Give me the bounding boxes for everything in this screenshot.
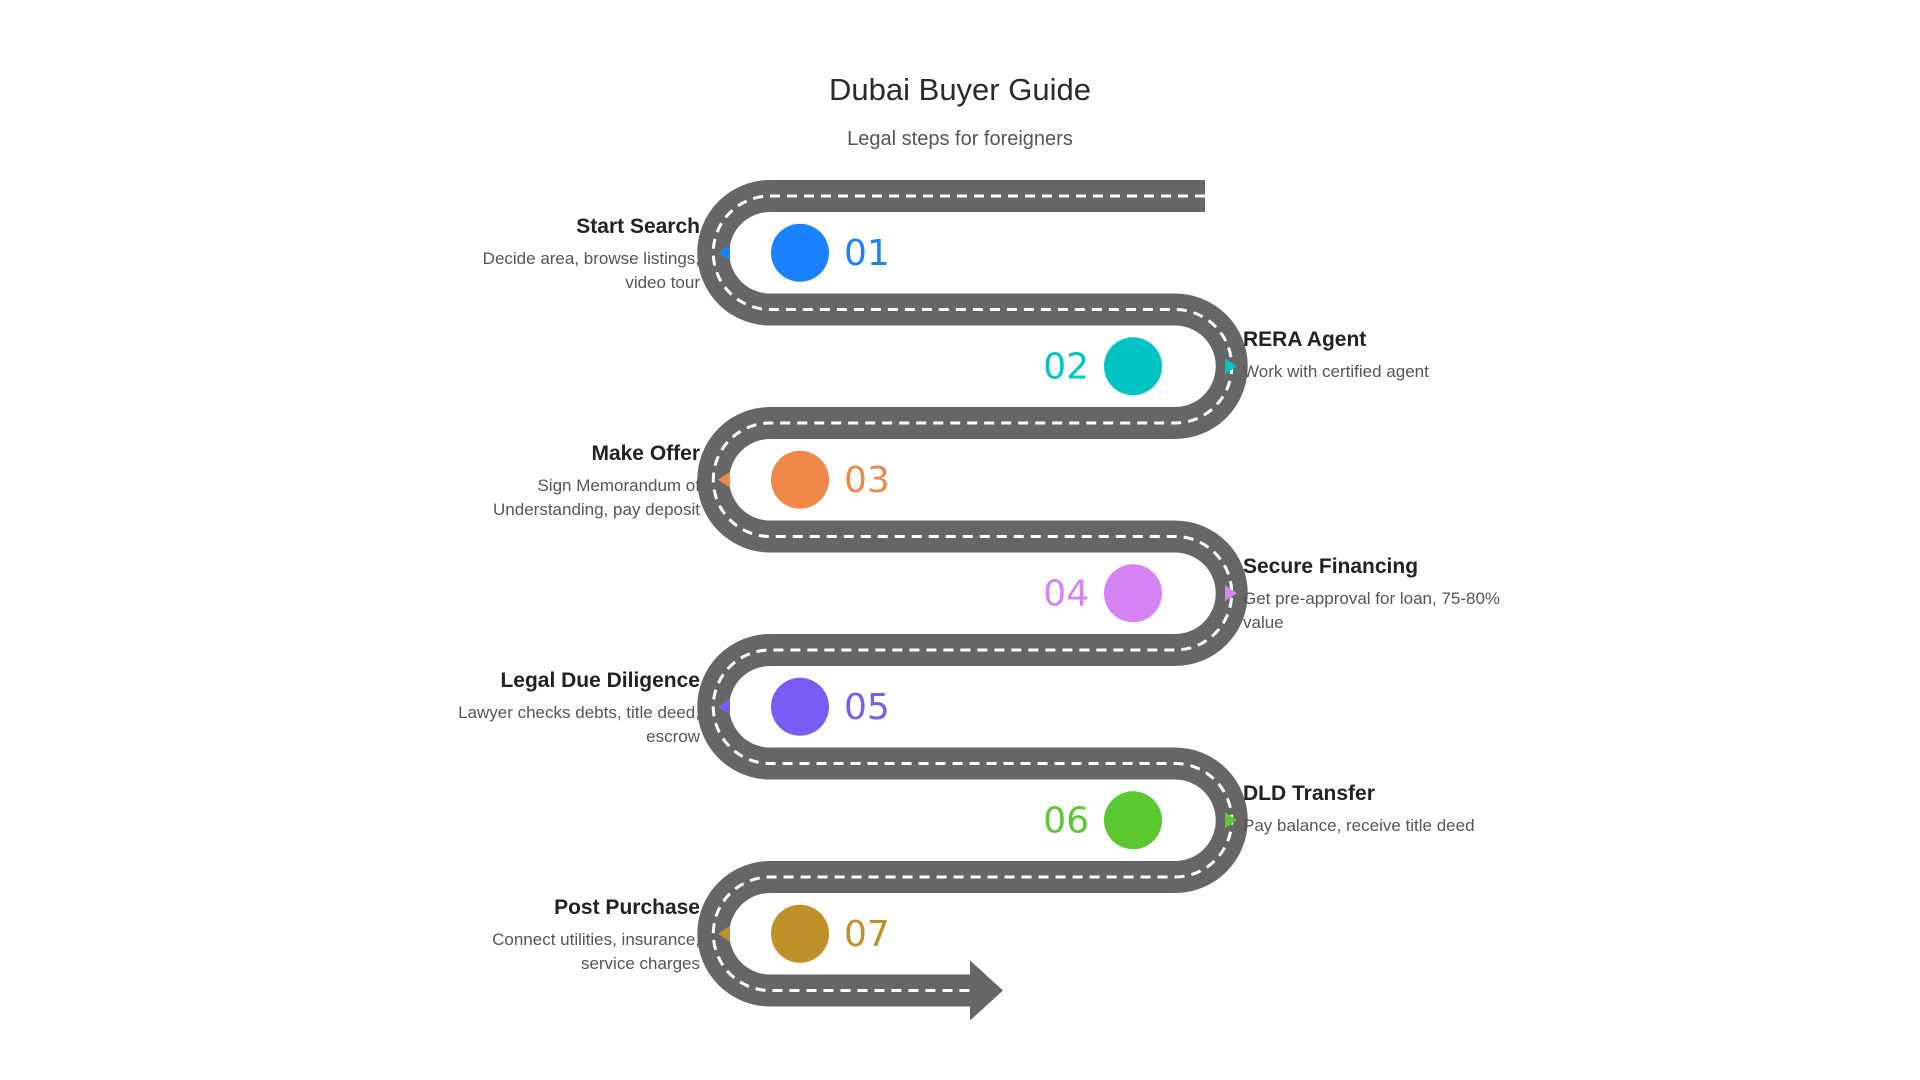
step-03-pointer — [718, 471, 730, 488]
step-title: RERA Agent — [1243, 328, 1367, 352]
step-title: Secure Financing — [1243, 555, 1419, 579]
step-02-pointer — [1225, 358, 1237, 375]
step-title: Make Offer — [591, 441, 700, 465]
step-description: Sign Memorandum of Understanding, pay de… — [493, 475, 700, 519]
step-description: Get pre-approval for loan, 75-80% value — [1243, 589, 1501, 633]
step-05-pointer — [718, 698, 730, 715]
step-description: Decide area, browse listings, video tour — [482, 248, 700, 292]
step-06-circle — [1104, 791, 1162, 850]
step-02-number: 02 — [1043, 346, 1089, 387]
step-04-number: 04 — [1043, 573, 1089, 614]
road-arrow-head — [970, 960, 1003, 1021]
step-description: Connect utilities, insurance, service ch… — [492, 929, 700, 973]
step-03-number: 03 — [844, 460, 890, 501]
step-06-number: 06 — [1043, 800, 1089, 841]
step-description: Work with certified agent — [1243, 362, 1429, 382]
page-title: Dubai Buyer Guide — [829, 72, 1091, 107]
step-02-circle — [1104, 337, 1162, 396]
step-01-number: 01 — [844, 233, 890, 274]
step-03-circle — [771, 450, 829, 509]
step-07-pointer — [718, 925, 730, 942]
step-01-circle — [771, 223, 829, 282]
page-subtitle: Legal steps for foreigners — [847, 128, 1073, 150]
step-06-pointer — [1225, 812, 1237, 829]
step-title: DLD Transfer — [1243, 782, 1375, 806]
step-04-pointer — [1225, 585, 1237, 602]
step-title: Start Search — [576, 214, 700, 238]
step-description: Pay balance, receive title deed — [1243, 816, 1475, 836]
step-04-circle — [1104, 564, 1162, 623]
step-05-number: 05 — [844, 687, 890, 728]
step-07-circle — [771, 904, 829, 963]
step-title: Post Purchase — [554, 895, 700, 919]
road-center-line — [711, 194, 1234, 992]
step-markers: 01 02 03 04 05 06 07 — [718, 223, 1237, 963]
step-07-number: 07 — [844, 914, 890, 955]
step-title: Legal Due Diligence — [500, 668, 700, 692]
step-05-circle — [771, 677, 829, 736]
step-description: Lawyer checks debts, title deed, escrow — [458, 702, 700, 746]
step-01-pointer — [718, 244, 730, 261]
